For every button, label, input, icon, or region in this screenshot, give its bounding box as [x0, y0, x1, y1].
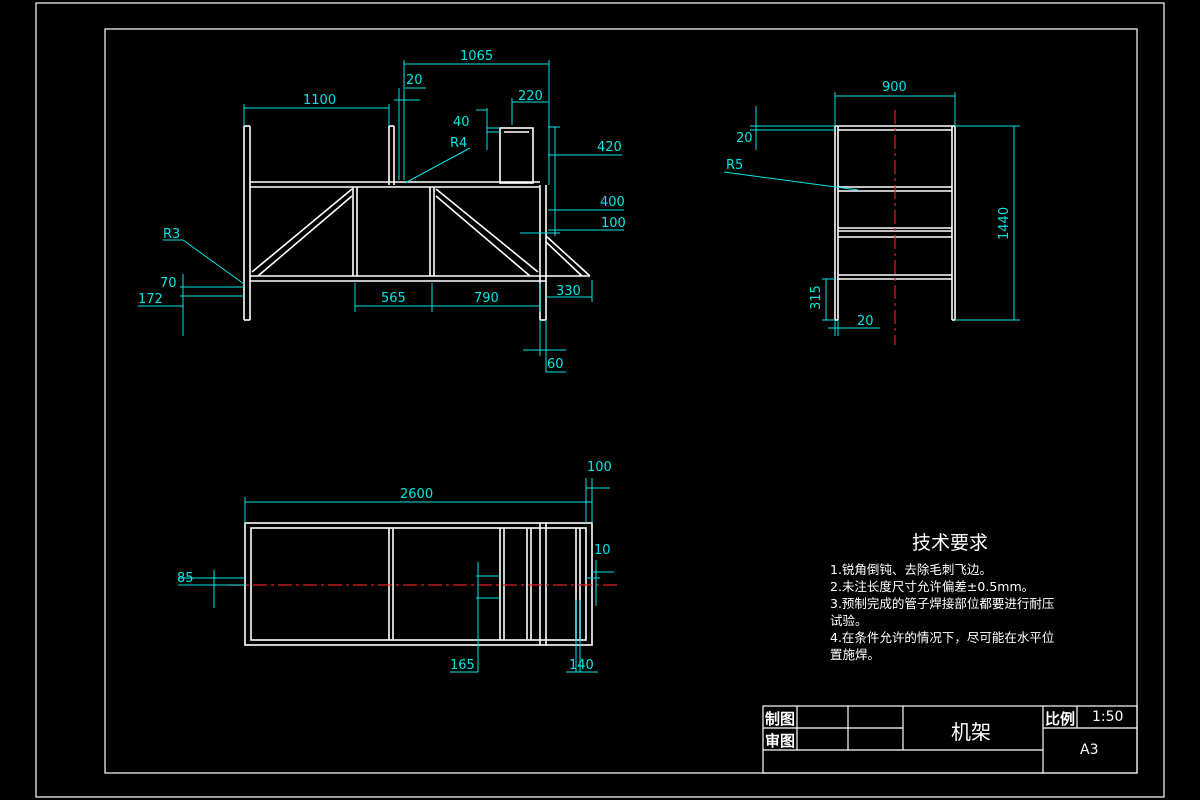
top-view: 2600 100 85 10 165 140	[177, 460, 618, 673]
dim-315: 315	[809, 285, 824, 310]
outer-frame	[35, 2, 1165, 798]
note-line-1: 1.锐角倒钝、去除毛刺飞边。	[830, 562, 992, 577]
note-line-5: 4.在条件允许的情况下，尽可能在水平位	[830, 630, 1055, 645]
dim-20-front: 20	[406, 73, 423, 88]
dim-140: 140	[569, 658, 594, 673]
dim-420: 420	[597, 140, 622, 155]
scale-value: 1:50	[1092, 709, 1124, 725]
dim-100: 100	[601, 216, 626, 231]
top-dimension-lines	[178, 478, 614, 673]
dim-70: 70	[160, 276, 177, 291]
side-view: 900 20 R5 1440 315 20	[723, 80, 1020, 345]
dim-565: 565	[381, 291, 406, 306]
notes-title: 技术要求	[911, 532, 988, 554]
dim-220: 220	[518, 89, 543, 104]
sheet-size: A3	[1080, 742, 1099, 758]
checked-by-label: 审图	[765, 732, 796, 750]
dim-900: 900	[882, 80, 907, 95]
scale-label: 比例	[1045, 710, 1076, 728]
dim-20-side-bottom: 20	[857, 314, 874, 329]
dim-1100: 1100	[303, 93, 336, 108]
dim-85: 85	[177, 571, 194, 586]
note-line-4: 试验。	[830, 613, 868, 628]
dim-330: 330	[556, 284, 581, 299]
dim-400: 400	[600, 195, 625, 210]
dim-790: 790	[474, 291, 499, 306]
dim-10: 10	[594, 543, 611, 558]
front-dimension-lines	[138, 60, 624, 373]
dim-1440: 1440	[997, 207, 1012, 240]
dim-20-side-top: 20	[736, 131, 753, 146]
title-block	[762, 705, 1138, 774]
inner-frame	[104, 28, 1138, 774]
dim-40: 40	[453, 115, 470, 130]
front-view: 1065 1100 20 220 40 R4 420 400 100 R3 70…	[138, 49, 626, 373]
dim-100-top: 100	[587, 460, 612, 475]
note-line-2: 2.未注长度尺寸允许偏差±0.5mm。	[830, 579, 1035, 594]
dim-165: 165	[450, 658, 475, 673]
dim-r4: R4	[450, 136, 467, 151]
note-line-3: 3.预制完成的管子焊接部位都要进行耐压	[830, 596, 1055, 611]
dim-60: 60	[547, 357, 564, 372]
dim-r3: R3	[163, 227, 180, 242]
dim-172: 172	[138, 292, 163, 307]
drawn-by-label: 制图	[765, 710, 796, 728]
drawing-title: 机架	[951, 720, 991, 744]
dim-1065: 1065	[460, 49, 493, 64]
note-line-6: 置施焊。	[830, 647, 881, 662]
dim-2600: 2600	[400, 487, 433, 502]
side-dimension-lines	[723, 92, 1020, 336]
technical-requirements: 技术要求 1.锐角倒钝、去除毛刺飞边。 2.未注长度尺寸允许偏差±0.5mm。 …	[830, 528, 1100, 663]
dim-r5: R5	[726, 158, 743, 173]
